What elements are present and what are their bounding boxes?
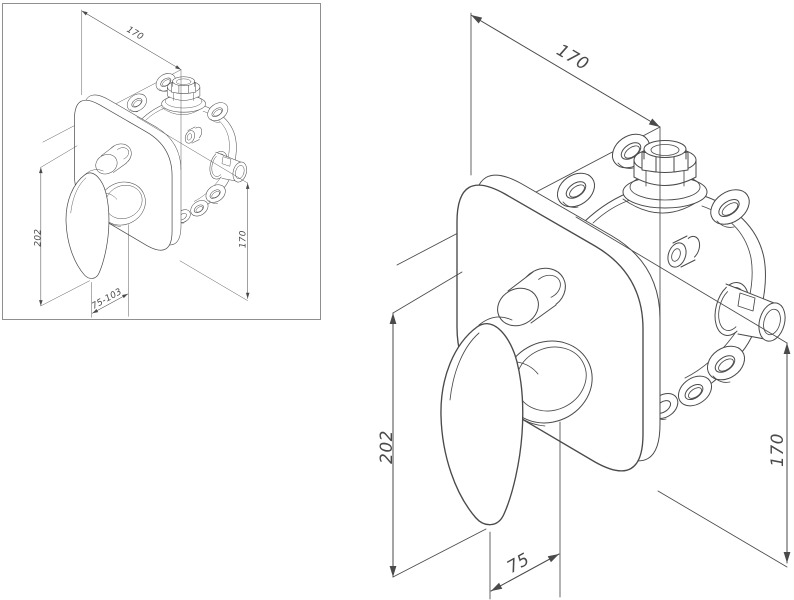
dimension-label-bottom: 75-103	[90, 287, 124, 312]
dimension-label-top: 170	[125, 25, 145, 43]
dimension-label-right: 170	[768, 433, 788, 467]
main-view: 170 202 170 75	[377, 13, 789, 599]
dimension-label-left: 202	[377, 430, 397, 464]
thumbnail-border	[2, 3, 321, 320]
faucet-assembly	[41, 10, 249, 318]
thumbnail-view: 170 202 170 75-103	[33, 10, 248, 318]
dimension-label-right: 170	[239, 230, 249, 248]
faucet-assembly	[393, 13, 789, 599]
dimension-label-top: 170	[553, 40, 592, 74]
dimension-label-left: 202	[33, 229, 43, 247]
dimension-label-bottom: 75	[504, 549, 534, 578]
